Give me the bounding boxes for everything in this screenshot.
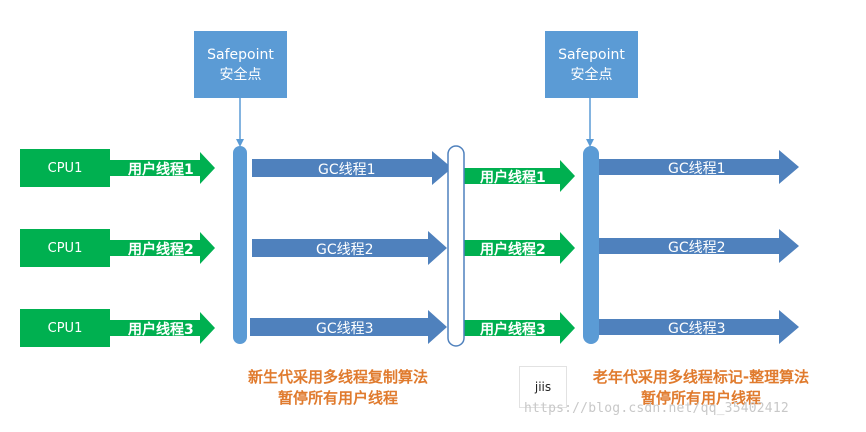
young-gc-barrier <box>233 146 247 344</box>
cpu-box-3: CPU1 <box>20 309 110 347</box>
gc-arrow-young-3 <box>250 310 447 344</box>
user-thread-arrow-1b <box>464 160 575 192</box>
young-gen-caption-line1: 新生代采用多线程复制算法 <box>247 368 428 386</box>
young-gen-caption-line2: 暂停所有用户线程 <box>277 389 398 407</box>
user-thread-label-2a: 用户线程2 <box>128 242 194 258</box>
gc-arrow-young-2 <box>252 231 447 265</box>
gc-thread-label-old-1: GC线程1 <box>668 161 726 177</box>
user-thread-arrow-1a <box>110 152 215 184</box>
user-thread-arrow-3a <box>110 312 215 344</box>
user-thread-label-1a: 用户线程1 <box>128 162 194 178</box>
user-thread-label-1b: 用户线程1 <box>480 170 546 186</box>
safepoint-title-1: Safepoint <box>207 46 274 63</box>
user-thread-arrow-3b <box>464 312 575 344</box>
user-thread-arrow-2b <box>464 232 575 264</box>
jiis-badge: jiis <box>519 366 567 408</box>
gc-thread-label-old-3: GC线程3 <box>668 321 726 337</box>
watermark: https://blog.csdn.net/qq_35402412 <box>524 401 789 416</box>
gc-thread-label-young-2: GC线程2 <box>316 242 374 258</box>
safepoint-title-2: Safepoint <box>558 46 625 63</box>
resume-barrier <box>447 145 465 347</box>
cpu-box-2: CPU1 <box>20 229 110 267</box>
old-gen-caption-line1: 老年代采用多线程标记-整理算法 <box>592 368 810 386</box>
safepoint-box-2: Safepoint 安全点 <box>545 31 638 98</box>
gc-thread-label-young-1: GC线程1 <box>318 162 376 178</box>
safepoint-subtitle-2: 安全点 <box>570 66 613 83</box>
old-gen-caption: 老年代采用多线程标记-整理算法 暂停所有用户线程 <box>570 367 832 409</box>
user-thread-label-2b: 用户线程2 <box>480 242 546 258</box>
safepoint-arrowhead-2 <box>586 139 594 147</box>
gc-arrow-old-1 <box>599 150 799 184</box>
safepoint-box-1: Safepoint 安全点 <box>194 31 287 98</box>
user-thread-label-3b: 用户线程3 <box>480 322 546 338</box>
user-thread-label-3a: 用户线程3 <box>128 322 194 338</box>
gc-arrow-old-3 <box>599 310 799 344</box>
gc-arrow-young-1 <box>252 151 452 185</box>
old-gen-caption-line2: 暂停所有用户线程 <box>640 389 761 407</box>
gc-thread-label-old-2: GC线程2 <box>668 240 726 256</box>
old-gc-barrier <box>583 146 599 344</box>
young-gen-caption: 新生代采用多线程复制算法 暂停所有用户线程 <box>228 367 448 409</box>
user-thread-arrow-2a <box>110 232 215 264</box>
gc-thread-label-young-3: GC线程3 <box>316 321 374 337</box>
cpu-box-1: CPU1 <box>20 149 110 187</box>
gc-arrow-old-2 <box>599 229 799 263</box>
safepoint-arrowhead-1 <box>236 139 244 147</box>
safepoint-subtitle-1: 安全点 <box>219 66 262 83</box>
